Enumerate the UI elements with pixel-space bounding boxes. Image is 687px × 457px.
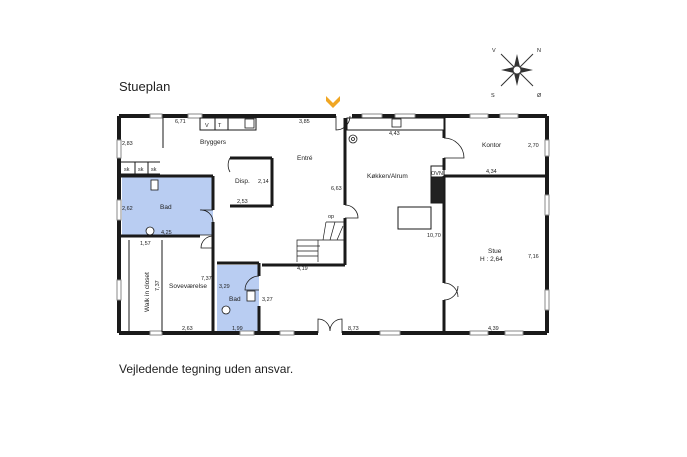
compass-v: V: [492, 48, 496, 54]
dim-6-71: 6,71: [175, 119, 186, 125]
dim-6-63: 6,63: [331, 186, 342, 192]
dim-7-16: 7,16: [528, 254, 539, 260]
room-walkin: Walk in closet: [144, 272, 151, 312]
dim-3-85: 3,85: [299, 119, 310, 125]
windows: [116, 113, 550, 336]
room-bad-1: Bad: [160, 204, 172, 211]
dim-2-62: 2,62: [122, 206, 133, 212]
dim-2-53: 2,53: [237, 199, 248, 205]
entrance-arrow-icon: [326, 96, 340, 108]
plan-title: Stueplan: [119, 79, 171, 94]
room-stue-height: H : 2,64: [480, 256, 503, 263]
dim-10-70: 10,70: [427, 233, 441, 239]
label-sk-1: sk: [124, 167, 130, 173]
label-sk-2: sk: [138, 167, 144, 173]
room-bryggers: Bryggers: [200, 139, 227, 146]
compass-s: S: [491, 93, 495, 99]
compass-rose-icon: V N S Ø: [491, 48, 542, 99]
dim-4-43: 4,43: [389, 131, 400, 137]
label-ovn: OVN: [431, 171, 443, 177]
room-kontor: Kontor: [482, 142, 502, 149]
label-op: op: [328, 214, 334, 220]
dim-4-39: 4,39: [488, 326, 499, 332]
doors: [199, 115, 465, 333]
room-stue: Stue: [488, 248, 502, 255]
thin-walls: [120, 117, 445, 332]
compass-n: N: [537, 48, 541, 54]
dim-4-19: 4,19: [297, 266, 308, 272]
dim-4-34: 4,34: [486, 169, 497, 175]
disclaimer-text: Vejledende tegning uden ansvar.: [119, 362, 294, 376]
room-disp: Disp.: [235, 178, 250, 185]
dim-2-14: 2,14: [258, 179, 269, 185]
dim-2-83: 2,83: [122, 141, 133, 147]
dim-7-37-a: 7,37: [201, 276, 212, 282]
dim-3-29: 3,29: [219, 284, 230, 290]
dim-1-99: 1,99: [232, 326, 243, 332]
dim-4-25: 4,25: [161, 230, 172, 236]
room-entre: Entré: [297, 155, 313, 162]
room-bad-2: Bad: [229, 296, 241, 303]
fixtures: [119, 118, 402, 315]
bathroom-1-fill: [122, 177, 213, 235]
staircase: [296, 221, 345, 262]
dim-1-57: 1,57: [140, 241, 151, 247]
label-sk-3: sk: [151, 167, 157, 173]
label-v: V: [205, 123, 209, 129]
room-sovevaerelse: Soveværelse: [169, 283, 207, 290]
dim-2-63: 2,63: [182, 326, 193, 332]
dim-3-27: 3,27: [262, 297, 273, 303]
label-t: T: [218, 123, 222, 129]
dim-7-37-b: 7,37: [155, 280, 161, 291]
interior-walls: [120, 118, 547, 332]
dim-2-70: 2,70: [528, 143, 539, 149]
compass-o: Ø: [537, 93, 542, 99]
dim-8-73: 8,73: [348, 326, 359, 332]
room-koekken: Køkken/Alrum: [367, 173, 408, 180]
